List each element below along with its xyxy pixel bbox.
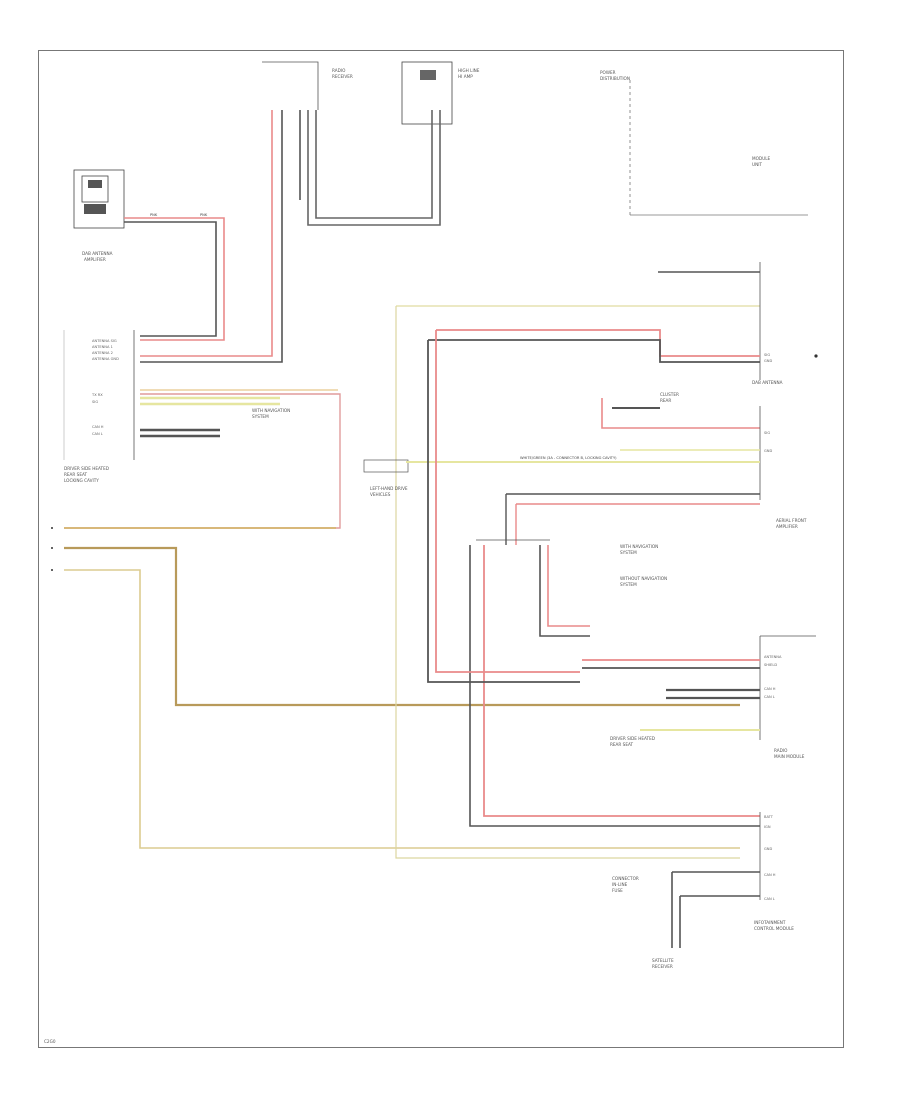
right-block-3: AERIAL FRONT AMPLIFIER: [505, 493, 807, 545]
bottom-connector-block: BATT IGN GND CAN H CAN L INFOTAINMENT CO…: [612, 812, 794, 969]
right-block-2: SIG GND WHITE/GREEN (3A - CONNECTOR B, L…: [406, 392, 772, 500]
right4-pin-2: GND: [764, 847, 772, 851]
diagram-frame: [38, 50, 844, 1048]
antenna-feed-wires: [124, 217, 225, 341]
top-right-switch: POWER DISTRIBUTION MODULE UNIT: [600, 70, 808, 216]
module-label-2: UNIT: [752, 162, 762, 167]
receiver-a-label-1: RADIO: [332, 68, 346, 73]
bottom-conn-label-1: CONNECTOR: [612, 876, 639, 881]
splice-label-2: VEHICLES: [370, 492, 391, 497]
left-pin-9: CAN L: [92, 432, 103, 436]
right4-pin-4: CAN L: [764, 897, 775, 901]
left-pin-8: CAN H: [92, 425, 104, 429]
main-run-label: WHITE/GREEN (3A - CONNECTOR B, LOCKING C…: [520, 456, 617, 460]
without-nav-note-2: SYSTEM: [620, 582, 637, 587]
right1-pin-1: SIG: [764, 353, 770, 357]
without-nav-note-1: WITHOUT NAVIGATION: [620, 576, 667, 581]
sat-label-1: SATELLITE: [652, 958, 674, 963]
wire-label-pnk-1: PNK: [150, 213, 158, 217]
left-module-label-3: LOCKING CAVITY: [64, 478, 99, 483]
cluster-label-1: CLUSTER: [660, 392, 679, 397]
right2-pin-1: GND: [764, 449, 772, 453]
dab-antenna-component: DAB ANTENNA AMPLIFIER: [73, 169, 125, 262]
right2-pin-0: SIG: [764, 431, 770, 435]
bottom-conn-label-3: FUSE: [612, 888, 623, 893]
wire-label-pnk-2: PNK: [200, 213, 208, 217]
center-junction: LEFT-HAND DRIVE VEHICLES: [363, 459, 409, 497]
right3-pin-1: SHIELD: [764, 663, 777, 667]
left-pin-3: ANTENNA GND: [92, 357, 119, 361]
with-nav-note-1: WITH NAVIGATION: [620, 544, 658, 549]
main-module-label-1: RADIO: [774, 748, 788, 753]
left-pin-5: SIG: [92, 400, 98, 404]
left-pin-2: ANTENNA 2: [92, 351, 113, 355]
left-module: ANTENNA SIG ANTENNA 1 ANTENNA 2 ANTENNA …: [63, 330, 135, 483]
dab-antenna-label-2: AMPLIFIER: [84, 257, 106, 262]
bottom-right-lc-2: REAR SEAT: [610, 742, 634, 747]
module-label-1: MODULE: [752, 156, 771, 161]
ground-feed-label-2: DISTRIBUTION: [600, 76, 630, 81]
receiver-b-label-2: HI AMP: [458, 74, 473, 79]
bottom-conn-label-2: IN-LINE: [612, 882, 628, 887]
nav-label-2: SYSTEM: [252, 414, 269, 419]
dab-antenna-label-1: DAB ANTENNA: [82, 251, 113, 256]
left-pin-4: TX RX: [91, 393, 103, 397]
right4-pin-0: BATT: [764, 815, 774, 819]
bottom-right-lc-1: DRIVER SIDE HEATED: [610, 736, 655, 741]
footer-code: C2G0: [44, 1039, 56, 1044]
ground-feed-label-1: POWER: [600, 70, 616, 75]
left-module-label-2: REAR SEAT: [64, 472, 88, 477]
right-main-module: ANTENNA SHIELD CAN H CAN L RADIO MAIN MO…: [582, 635, 816, 759]
bottom-right-label-1: INFOTAINMENT: [754, 920, 786, 925]
terminal-dots: [51, 354, 818, 571]
top-receivers: RADIO RECEIVER HIGH LINE HI AMP: [262, 61, 480, 125]
left-bus-wires: [64, 389, 341, 529]
left-pin-1: ANTENNA 1: [92, 345, 113, 349]
right3-pin-3: CAN L: [764, 695, 775, 699]
right-block-1: SIG GND DAB ANTENNA: [428, 262, 783, 385]
with-nav-note-2: SYSTEM: [620, 550, 637, 555]
aerial-label-2: AMPLIFIER: [776, 524, 798, 529]
aerial-label-1: AERIAL FRONT: [776, 518, 807, 523]
right4-pin-3: CAN H: [764, 873, 776, 877]
right1-pin-2: GND: [764, 359, 772, 363]
nav-label-1: WITH NAVIGATION: [252, 408, 290, 413]
receiver-a-label-2: RECEIVER: [332, 74, 353, 79]
right1-label: DAB ANTENNA: [752, 380, 783, 385]
cluster-label-2: REAR: [660, 398, 671, 403]
long-tan-wires: [64, 305, 760, 859]
right3-pin-2: CAN H: [764, 687, 776, 691]
right4-pin-1: IGN: [764, 825, 771, 829]
bottom-right-label-2: CONTROL MODULE: [754, 926, 794, 931]
left-module-label-1: DRIVER SIDE HEATED: [64, 466, 109, 471]
sat-label-2: RECEIVER: [652, 964, 673, 969]
top-vertical-wires: [140, 110, 441, 363]
splice-label-1: LEFT-HAND DRIVE: [370, 486, 408, 491]
right3-pin-0: ANTENNA: [764, 655, 782, 659]
center-harness: [427, 330, 760, 827]
left-pin-0: ANTENNA SIG: [92, 339, 117, 343]
receiver-b-label-1: HIGH LINE: [458, 68, 480, 73]
main-module-label-2: MAIN MODULE: [774, 754, 805, 759]
